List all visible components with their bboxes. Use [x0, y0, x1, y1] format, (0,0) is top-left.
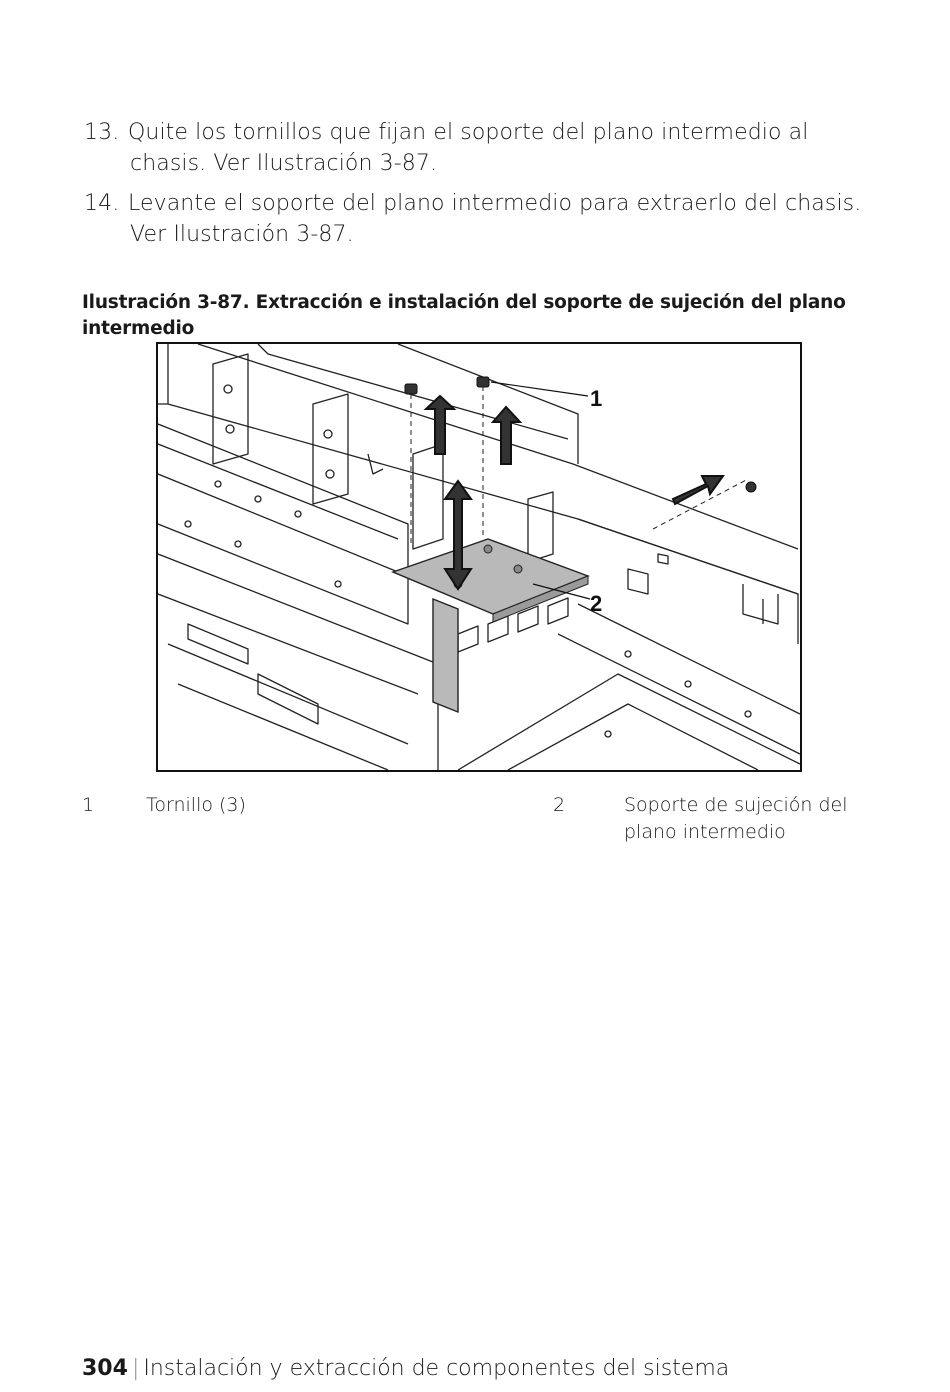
midplane-bracket-shape	[391, 538, 590, 714]
step-13: 13. Quite los tornillos que fijan el sopo…	[84, 117, 894, 179]
legend-text-line1: Soporte de sujeción del	[624, 794, 848, 816]
chassis-drawing: 1 2	[158, 344, 800, 770]
legend-text: Soporte de sujeción del plano intermedio	[624, 792, 884, 846]
step-text-line2: chasis. Ver Ilustración 3-87.	[130, 151, 438, 176]
step-number: 14.	[84, 191, 120, 216]
callout-1: 1	[590, 386, 602, 411]
step-number: 13.	[84, 120, 120, 145]
figure-caption-line1: Ilustración 3-87. Extracción e instalaci…	[82, 292, 846, 313]
step-text-line1: Levante el soporte del plano intermedio …	[128, 191, 862, 216]
figure-illustration: 1 2	[156, 342, 802, 772]
legend-text: Tornillo (3)	[146, 794, 246, 816]
footer-section-title: Instalación y extracción de componentes …	[143, 1356, 730, 1381]
figure-caption: Ilustración 3-87. Extracción e instalaci…	[82, 290, 902, 342]
step-text-line2: Ver Ilustración 3-87.	[130, 222, 354, 247]
page-number: 304	[82, 1356, 128, 1381]
footer-separator: |	[131, 1356, 140, 1381]
arrow-icons	[423, 394, 725, 591]
callout-2: 2	[590, 591, 602, 616]
screw-group	[404, 376, 757, 493]
legend-number: 1	[82, 794, 95, 816]
step-text-line1: Quite los tornillos que fijan el soporte…	[128, 120, 809, 145]
legend-number: 2	[553, 794, 566, 816]
figure-caption-line2: intermedio	[82, 318, 195, 339]
legend-text-line2: plano intermedio	[624, 821, 786, 843]
page-footer: 304|Instalación y extracción de componen…	[82, 1354, 922, 1384]
step-14: 14. Levante el soporte del plano intermed…	[84, 188, 894, 250]
